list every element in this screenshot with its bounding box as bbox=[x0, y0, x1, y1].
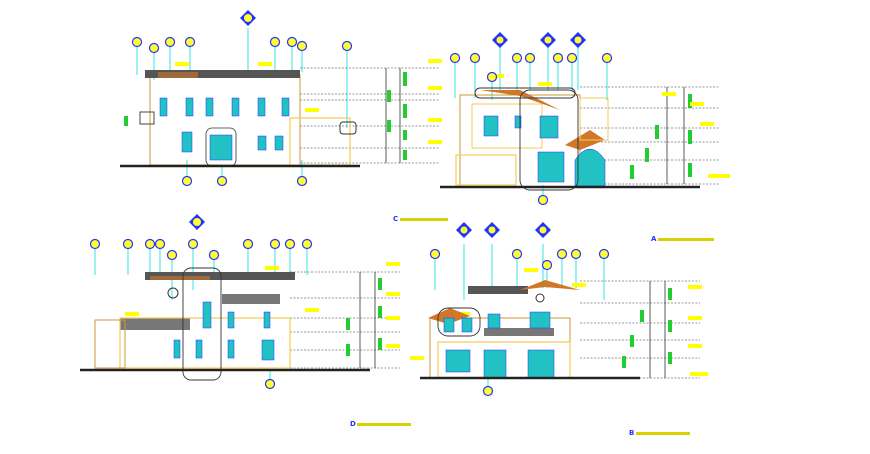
caption-letter-b: B bbox=[629, 429, 634, 437]
elevation-c-dim-ticks bbox=[385, 68, 401, 163]
elevation-a-entry-callout bbox=[519, 89, 579, 191]
elevation-b-level-lines bbox=[580, 280, 700, 379]
elevation-a: A bbox=[440, 32, 730, 243]
elevation-d-side-wall bbox=[94, 319, 126, 369]
caption-underline-a bbox=[658, 238, 714, 241]
elevation-d-balcony bbox=[120, 318, 190, 330]
elevation-a-dim-tags bbox=[630, 94, 692, 179]
elevation-d-bay-callout bbox=[182, 267, 222, 381]
caption-underline-b bbox=[636, 432, 690, 435]
elevation-d-roof-tiles bbox=[150, 276, 210, 280]
elevation-c: C bbox=[120, 10, 448, 223]
elevation-c-dim-tags bbox=[124, 72, 407, 160]
caption-underline-c bbox=[400, 218, 448, 221]
elevation-a-roof-left bbox=[480, 90, 560, 110]
elevation-a-side-wing bbox=[579, 97, 609, 141]
elevation-b-roof bbox=[468, 286, 528, 294]
elevation-c-porch-outline bbox=[339, 121, 357, 135]
elevation-d-section-marker bbox=[189, 214, 205, 230]
elevation-d-roof bbox=[145, 272, 295, 280]
elevation-a-garage bbox=[455, 154, 517, 186]
elevation-c-roof bbox=[145, 70, 300, 78]
elevation-b-roof-right bbox=[520, 280, 580, 290]
elevation-a-dim-ticks bbox=[666, 87, 685, 184]
elevation-d: D bbox=[80, 214, 424, 428]
elevation-b-dim-ticks bbox=[649, 281, 666, 378]
elevation-b-roof-left bbox=[428, 308, 470, 324]
elevation-c-level-lines bbox=[300, 67, 440, 164]
elevation-b-grid-bubbles bbox=[429, 248, 610, 397]
caption-letter-a: A bbox=[651, 235, 657, 243]
elevation-b-window-callout bbox=[437, 307, 481, 337]
elevation-c-grid-bubbles bbox=[131, 36, 353, 187]
elevation-b-windows bbox=[443, 311, 555, 379]
elevation-d-upper-balcony bbox=[222, 294, 280, 304]
elevation-a-grid-bubbles bbox=[449, 52, 613, 206]
elevation-a-level-lines bbox=[580, 86, 720, 185]
caption-letter-c: C bbox=[393, 215, 398, 223]
elevation-b-symbol bbox=[535, 293, 545, 303]
elevation-d-dim-tags bbox=[346, 278, 382, 356]
elevation-d-symbol bbox=[167, 287, 179, 299]
elevation-c-section-marker bbox=[240, 10, 256, 26]
elevation-b-section-marker-centers bbox=[459, 225, 548, 235]
elevation-d-dim-ticks bbox=[359, 272, 376, 368]
elevation-a-section-marker-centers bbox=[495, 35, 583, 45]
elevation-b-dim-tags bbox=[622, 288, 672, 368]
elevation-d-windows bbox=[173, 301, 275, 361]
elevation-a-windows bbox=[483, 115, 606, 187]
caption-letter-d: D bbox=[350, 420, 356, 428]
elevation-d-level-labels bbox=[125, 262, 424, 360]
elevation-b: B bbox=[420, 222, 708, 437]
elevation-c-level-labels bbox=[175, 59, 442, 144]
elevation-d-grid-bubbles bbox=[89, 238, 313, 390]
elevation-c-roof-tiles bbox=[158, 72, 198, 78]
elevation-c-side-box bbox=[139, 111, 155, 125]
elevation-c-windows bbox=[159, 97, 290, 161]
caption-underline-d bbox=[357, 423, 411, 426]
elevation-b-balcony bbox=[484, 328, 554, 336]
